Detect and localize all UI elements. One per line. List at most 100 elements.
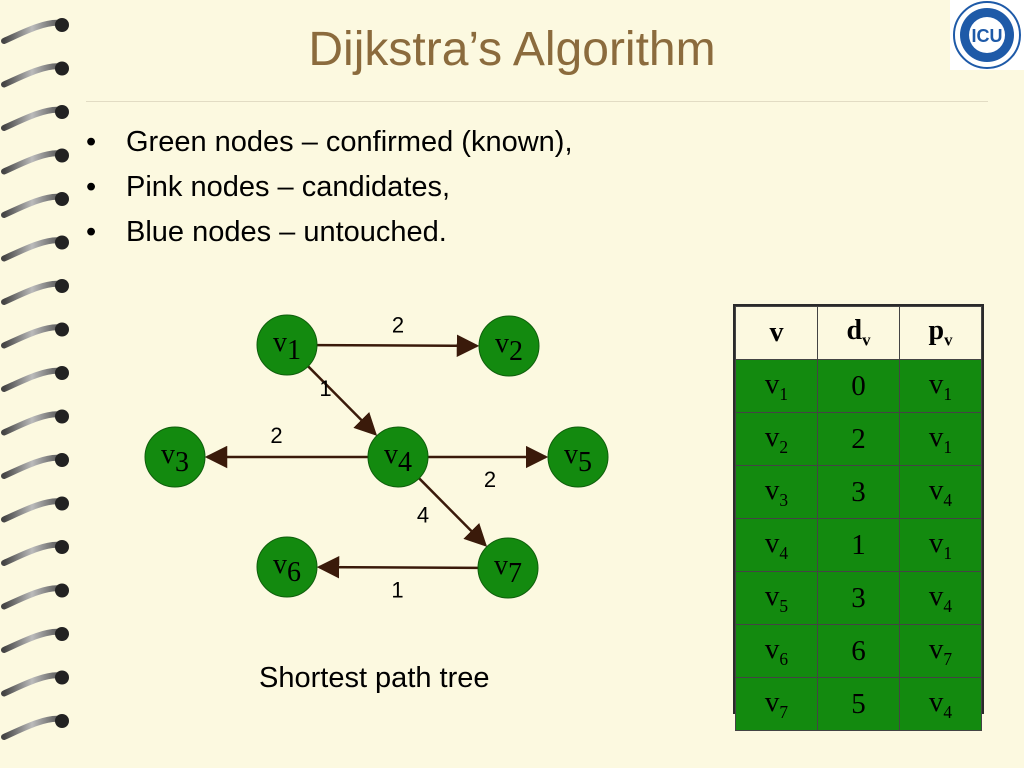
- node-circle: [144, 426, 206, 488]
- cell-predecessor: v4: [899, 677, 982, 731]
- binding-hole: [55, 453, 69, 467]
- edge-v7-v6: [316, 555, 479, 579]
- binding-hole: [55, 714, 69, 728]
- edge-weight-v1-v2: 2: [392, 313, 404, 338]
- university-logo: ICU: [950, 0, 1024, 70]
- edge-v1-v4: [307, 365, 378, 436]
- edge-weight-v7-v6: 1: [391, 578, 403, 603]
- logo-text: ICU: [972, 26, 1003, 46]
- cell-vertex: v2: [735, 412, 818, 466]
- binding-ring: [1, 367, 63, 392]
- node-v1: v1: [256, 314, 318, 376]
- binding-ring: [1, 541, 63, 566]
- cell-distance: 5: [817, 677, 900, 731]
- binding-hole: [55, 496, 69, 511]
- cell-distance: 3: [817, 571, 900, 625]
- bullet-item: • Pink nodes – candidates,: [86, 165, 573, 210]
- node-v4: v4: [367, 426, 429, 488]
- bullet-list: • Green nodes – confirmed (known), • Pink …: [86, 120, 573, 255]
- bullet-marker: •: [86, 216, 97, 248]
- cell-predecessor: v1: [899, 518, 982, 572]
- binding-hole: [55, 540, 69, 554]
- cell-predecessor: v7: [899, 624, 982, 678]
- edge-weight-v4-v3: 2: [270, 423, 282, 448]
- binding-hole: [55, 61, 69, 76]
- bullet-text: Green nodes – confirmed (known),: [126, 126, 573, 158]
- bullet-text: Blue nodes – untouched.: [126, 216, 447, 248]
- edge-v1-v2: [316, 334, 480, 358]
- node-label: v4: [384, 439, 412, 478]
- binding-ring: [1, 106, 63, 131]
- header-dv: dv: [817, 306, 900, 360]
- node-label: v2: [495, 328, 523, 367]
- binding-ring: [1, 280, 63, 305]
- node-v7: v7: [477, 537, 539, 599]
- node-label: v7: [494, 550, 522, 589]
- node-label: v6: [273, 549, 301, 588]
- cell-vertex: v5: [735, 571, 818, 625]
- bullet-item: • Blue nodes – untouched.: [86, 210, 573, 255]
- node-circle: [256, 314, 318, 376]
- cell-vertex: v3: [735, 465, 818, 519]
- cell-predecessor: v1: [899, 412, 982, 466]
- node-circle: [256, 536, 318, 598]
- cell-distance: 2: [817, 412, 900, 466]
- cell-distance: 0: [817, 359, 900, 413]
- slide-title: Dijkstra’s Algorithm: [308, 23, 716, 76]
- cell-distance: 1: [817, 518, 900, 572]
- binding-ring: [1, 585, 63, 610]
- binding-hole: [55, 670, 69, 685]
- node-circle: [477, 537, 539, 599]
- binding-hole: [55, 583, 69, 598]
- binding-hole: [55, 148, 69, 163]
- cell-distance: 3: [817, 465, 900, 519]
- binding-ring: [1, 237, 63, 262]
- cell-vertex: v1: [735, 359, 818, 413]
- node-label: v5: [564, 439, 592, 478]
- graph-caption: Shortest path tree: [259, 662, 490, 694]
- cell-vertex: v6: [735, 624, 818, 678]
- edge-weight-v1-v4: 1: [319, 376, 331, 401]
- edge-weight-v4-v5: 2: [484, 467, 496, 492]
- node-v5: v5: [547, 426, 609, 488]
- binding-ring: [1, 411, 63, 436]
- cell-distance: 6: [817, 624, 900, 678]
- cell-predecessor: v1: [899, 359, 982, 413]
- bullet-marker: •: [86, 126, 97, 158]
- binding-ring: [1, 672, 63, 697]
- cell-vertex: v4: [735, 518, 818, 572]
- bullet-text: Pink nodes – candidates,: [126, 171, 451, 203]
- binding-hole: [55, 105, 69, 119]
- spiral-binding: [1, 18, 69, 740]
- header-pv: pv: [899, 306, 982, 360]
- node-circle: [367, 426, 429, 488]
- binding-hole: [55, 279, 69, 293]
- node-label: v3: [161, 439, 189, 478]
- binding-hole: [55, 18, 69, 32]
- node-circle: [547, 426, 609, 488]
- bullet-item: • Green nodes – confirmed (known),: [86, 120, 573, 165]
- binding-ring: [1, 150, 63, 175]
- cell-predecessor: v4: [899, 465, 982, 519]
- edge-weight-v4-v7: 4: [417, 503, 429, 528]
- binding-ring: [1, 628, 63, 653]
- bullet-marker: •: [86, 171, 97, 203]
- cell-vertex: v7: [735, 677, 818, 731]
- binding-ring: [1, 324, 63, 349]
- node-circle: [478, 315, 540, 377]
- binding-ring: [1, 454, 63, 479]
- node-v2: v2: [478, 315, 540, 377]
- edge-v4-v7: [418, 477, 488, 547]
- node-label: v1: [273, 327, 301, 366]
- binding-ring: [1, 715, 63, 740]
- binding-hole: [55, 409, 69, 424]
- node-v6: v6: [256, 536, 318, 598]
- cell-predecessor: v4: [899, 571, 982, 625]
